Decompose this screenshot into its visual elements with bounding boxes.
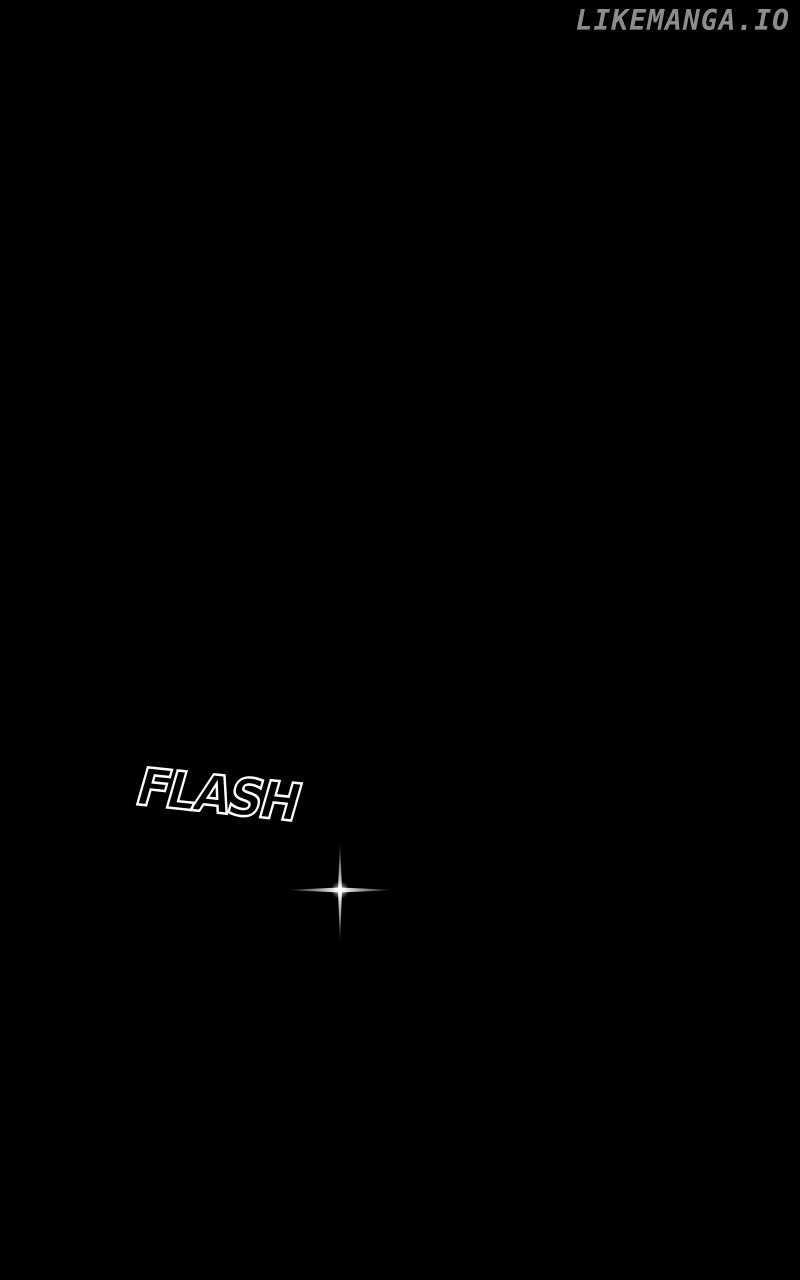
sound-effect-text: FLASH [128,757,307,835]
watermark-logo: LIKEMANGA.IO [575,4,790,37]
sparkle-star-icon [285,840,395,945]
